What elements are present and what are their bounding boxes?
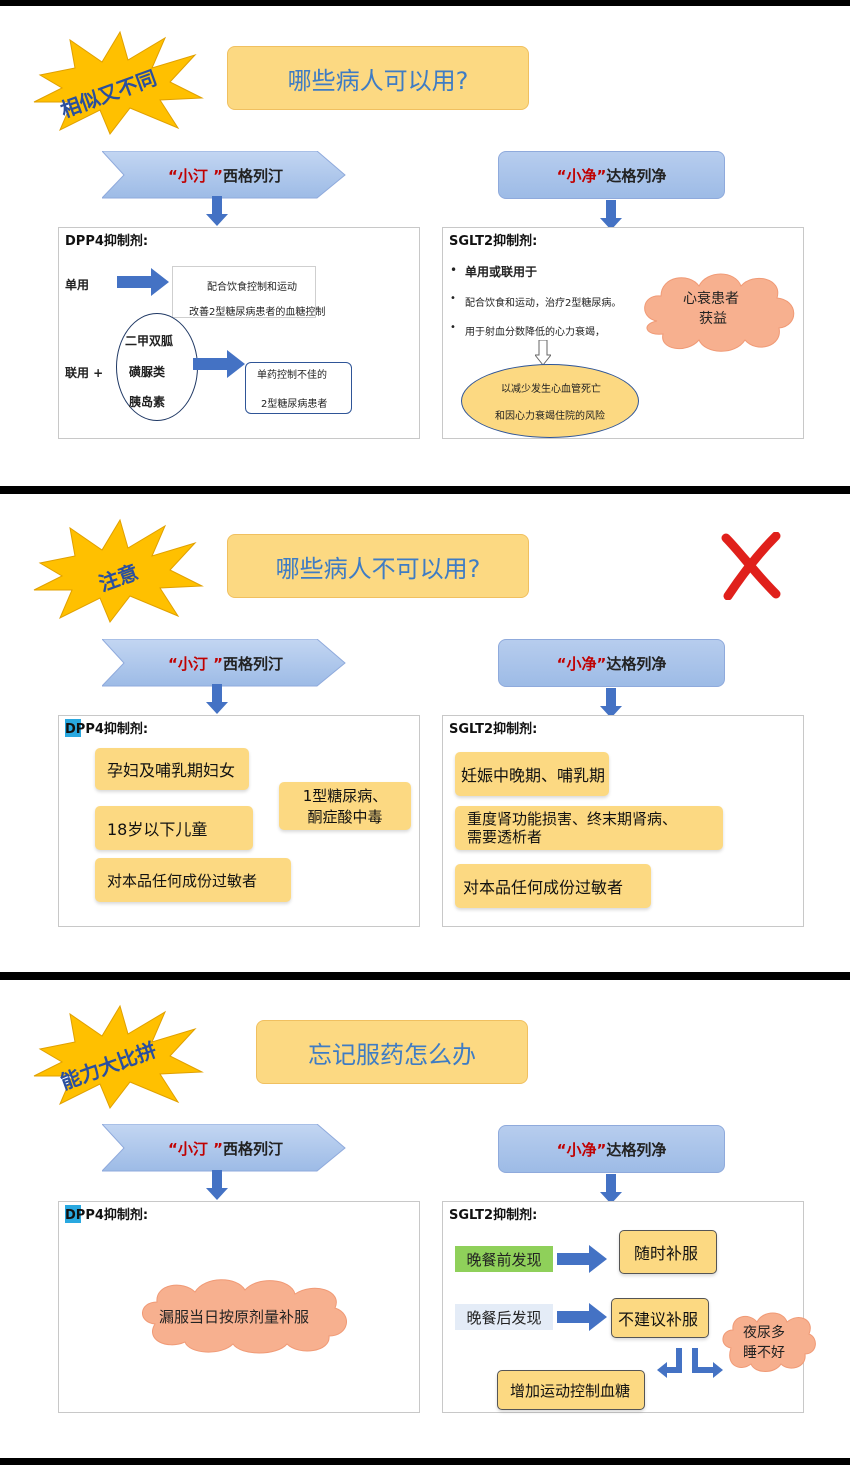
page-title: 哪些病人不可以用? xyxy=(227,534,529,598)
divider-2 xyxy=(0,972,850,980)
panel-title: SGLT2抑制剂: xyxy=(449,722,538,737)
contraindication-item: 对本品任何成份过敏者 xyxy=(95,858,291,902)
dpp4-panel: DPP4抑制剂: 孕妇及哺乳期妇女 18岁以下儿童 对本品任何成份过敏者 1型糖… xyxy=(58,715,420,927)
result-not-recommended: 不建议补服 xyxy=(611,1298,709,1338)
sglt2-panel: SGLT2抑制剂: 晚餐前发现 随时补服 晚餐后发现 不建议补服 夜尿多 睡不好… xyxy=(442,1201,816,1413)
drug-arrow-shape xyxy=(102,639,346,687)
dpp4-panel: DPP4抑制剂: 漏服当日按原剂量补服 xyxy=(58,1201,420,1413)
contraindication-item: 重度肾功能损害、终末期肾病、需要透析者 xyxy=(455,806,723,850)
starburst-icon xyxy=(33,518,204,623)
solo-label: 单用 xyxy=(65,278,90,292)
bullet-2: 配合饮食和运动，治疗2型糖尿病。 xyxy=(465,298,622,309)
combo-box xyxy=(245,362,352,414)
panel-title: DPP4抑制剂: xyxy=(65,1208,149,1223)
contraindication-item: 孕妇及哺乳期妇女 xyxy=(95,748,249,790)
down-arrow-icon xyxy=(600,200,622,230)
bullet-3: 用于射血分数降低的心力衰竭， xyxy=(465,327,605,338)
solo-text-1: 配合饮食控制和运动 xyxy=(207,282,297,293)
after-dinner-tag: 晚餐后发现 xyxy=(455,1304,553,1330)
panel-title: DPP4抑制剂: xyxy=(65,234,149,249)
down-arrow-outline-icon xyxy=(535,340,551,366)
down-arrow-icon xyxy=(600,1174,622,1204)
bullet-dot: • xyxy=(450,322,456,333)
starburst-icon xyxy=(33,30,204,135)
drug-name-sitagliptin: “小汀 ”西格列汀 xyxy=(168,655,283,673)
right-arrow-icon xyxy=(557,1303,607,1331)
bullet-1: 单用或联用于 xyxy=(465,265,538,279)
top-divider xyxy=(0,0,850,6)
drug-name-sitagliptin: “小汀 ”西格列汀 xyxy=(168,1140,283,1158)
down-arrow-icon xyxy=(600,688,622,718)
combo-item-insulin: 胰岛素 xyxy=(129,395,166,409)
divider-1 xyxy=(0,486,850,494)
cloud-shape xyxy=(644,273,795,352)
down-arrow-icon xyxy=(206,1170,228,1200)
drug-name-dapagliflozin-box: “小净”达格列净 xyxy=(498,1125,725,1173)
panel-title: DPP4抑制剂: xyxy=(65,722,149,737)
right-arrow-icon xyxy=(193,350,245,378)
result-take-anytime: 随时补服 xyxy=(619,1230,717,1274)
panel-title: SGLT2抑制剂: xyxy=(449,234,538,249)
sglt2-panel: SGLT2抑制剂: 妊娠中晚期、哺乳期 重度肾功能损害、终末期肾病、需要透析者 … xyxy=(442,715,804,927)
bottom-divider xyxy=(0,1458,850,1465)
combo-text-2: 2型糖尿病患者 xyxy=(261,399,328,410)
cloud-text-2: 获益 xyxy=(699,311,727,327)
sglt2-panel: SGLT2抑制剂: • 单用或联用于 • 配合饮食和运动，治疗2型糖尿病。 • … xyxy=(442,227,804,439)
bent-arrow-right-icon xyxy=(692,1348,723,1378)
before-dinner-tag: 晚餐前发现 xyxy=(455,1246,553,1272)
combo-item-metformin: 二甲双胍 xyxy=(125,334,174,348)
contraindication-item: 妊娠中晚期、哺乳期 xyxy=(455,752,609,796)
combo-oval xyxy=(116,313,198,421)
drug-arrow-shape xyxy=(102,151,346,199)
down-arrow-icon xyxy=(206,196,228,226)
risk-text-2: 和因心力衰竭住院的风险 xyxy=(495,411,605,422)
cloud-text-1: 夜尿多 xyxy=(743,1325,785,1341)
cloud-text-2: 睡不好 xyxy=(743,1345,785,1361)
right-arrow-icon xyxy=(117,268,169,296)
contraindication-item: 18岁以下儿童 xyxy=(95,806,253,850)
starburst-icon xyxy=(33,1004,204,1109)
red-x-icon xyxy=(721,532,781,600)
contraindication-item-type1: 1型糖尿病、酮症酸中毒 xyxy=(279,782,411,830)
risk-text-1: 以减少发生心血管死亡 xyxy=(501,384,601,395)
cloud-text-1: 心衰患者 xyxy=(683,291,739,307)
section-usage: 相似又不同 哪些病人可以用? “小汀 ”西格列汀 “小净”达格列净 DPP4抑制… xyxy=(0,6,850,486)
combo-label: 联用 + xyxy=(65,366,104,380)
cursor-highlight xyxy=(65,719,81,737)
down-arrow-icon xyxy=(206,684,228,714)
drug-arrow-shape xyxy=(102,1124,346,1172)
bent-arrow-left-icon xyxy=(657,1348,682,1378)
panel-title: SGLT2抑制剂: xyxy=(449,1208,538,1223)
combo-text-1: 单药控制不佳的 xyxy=(257,370,327,381)
drug-name-dapagliflozin-box: “小净”达格列净 xyxy=(498,151,725,199)
drug-name-sitagliptin: “小汀 ”西格列汀 xyxy=(168,167,283,185)
cloud-shape xyxy=(142,1279,347,1354)
bullet-dot: • xyxy=(450,293,456,304)
right-arrow-icon xyxy=(557,1245,607,1273)
combo-item-sulfonylurea: 磺脲类 xyxy=(129,365,166,379)
section-contraindications: 注意 哪些病人不可以用? “小汀 ”西格列汀 “小净”达格列净 DPP4抑制剂:… xyxy=(0,494,850,972)
page-title: 忘记服药怎么办 xyxy=(256,1020,528,1084)
exercise-box: 增加运动控制血糖 xyxy=(497,1370,645,1410)
solo-text-2: 改善2型糖尿病患者的血糖控制 xyxy=(189,307,326,318)
page-title: 哪些病人可以用? xyxy=(227,46,529,110)
dpp4-panel: DPP4抑制剂: 单用 配合饮食控制和运动 改善2型糖尿病患者的血糖控制 联用 … xyxy=(58,227,420,439)
solo-box xyxy=(172,266,316,318)
risk-oval xyxy=(461,364,639,438)
drug-name-dapagliflozin-box: “小净”达格列净 xyxy=(498,639,725,687)
section-missed-dose: 能力大比拼 忘记服药怎么办 “小汀 ”西格列汀 “小净”达格列净 DPP4抑制剂… xyxy=(0,980,850,1458)
cloud-text: 漏服当日按原剂量补服 xyxy=(159,1308,310,1326)
cloud-shape xyxy=(722,1312,816,1372)
bullet-dot: • xyxy=(450,263,458,277)
contraindication-item: 对本品任何成份过敏者 xyxy=(455,864,651,908)
cursor-highlight xyxy=(65,1205,81,1223)
